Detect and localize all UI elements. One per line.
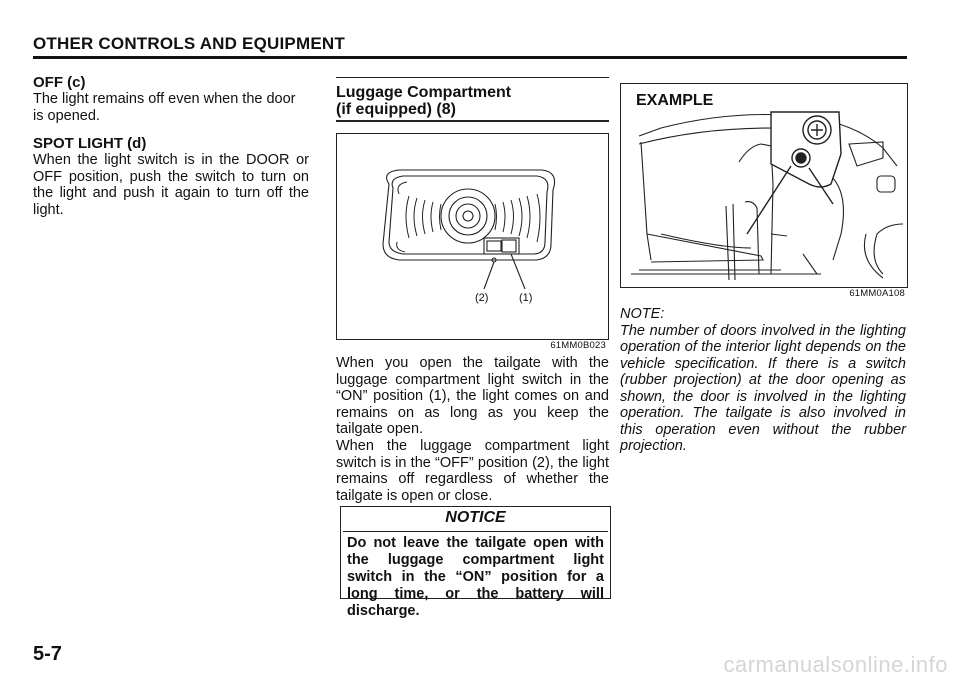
page-header-title: OTHER CONTROLS AND EQUIPMENT [33,34,345,53]
section-bottom-rule [336,120,609,122]
notice-box: NOTICE Do not leave the tailgate open wi… [340,506,611,619]
spot-light-heading: SPOT LIGHT (d) [33,135,147,152]
section-title: Luggage Compartment (if equipped) (8) [336,84,609,118]
header-rule [33,56,907,59]
section-title-line2: (if equipped) (8) [336,101,456,118]
page-number: 5-7 [33,643,62,665]
watermark: carmanualsonline.info [723,652,948,677]
column-left: OFF (c) The light remains off even when … [33,74,309,218]
notice-text: Do not leave the tailgate open with the … [347,535,604,619]
section-title-line1: Luggage Compartment [336,84,512,101]
note-heading: NOTE: [620,306,665,322]
note-block: NOTE: The number of doors involved in th… [620,306,906,455]
door-switch-illustration [631,111,904,281]
luggage-paragraph-on: When you open the tailgate with the lugg… [336,355,609,437]
note-text: The number of doors involved in the ligh… [620,322,906,455]
off-heading: OFF (c) [33,74,86,91]
figure-label-2: (2) [475,292,488,304]
off-text: The light remains off even when the door… [33,91,296,124]
example-label: EXAMPLE [636,92,714,109]
luggage-paragraph-off: When the luggage compartment light switc… [336,438,609,504]
figure-code-luggage: 61MM0B023 [550,340,606,351]
spot-light-text: When the light switch is in the DOOR or … [33,152,309,218]
luggage-light-figure: (2) (1) 61MM0B023 [336,133,609,351]
notice-heading: NOTICE [445,509,506,526]
section-top-rule [336,77,609,78]
figure-code-door: 61MM0A108 [849,288,905,299]
figure-label-1: (1) [519,292,532,304]
luggage-lamp-illustration: (2) (1) [382,169,556,304]
door-switch-figure: EXAMPLE [620,83,908,299]
notice-rule [343,531,608,532]
